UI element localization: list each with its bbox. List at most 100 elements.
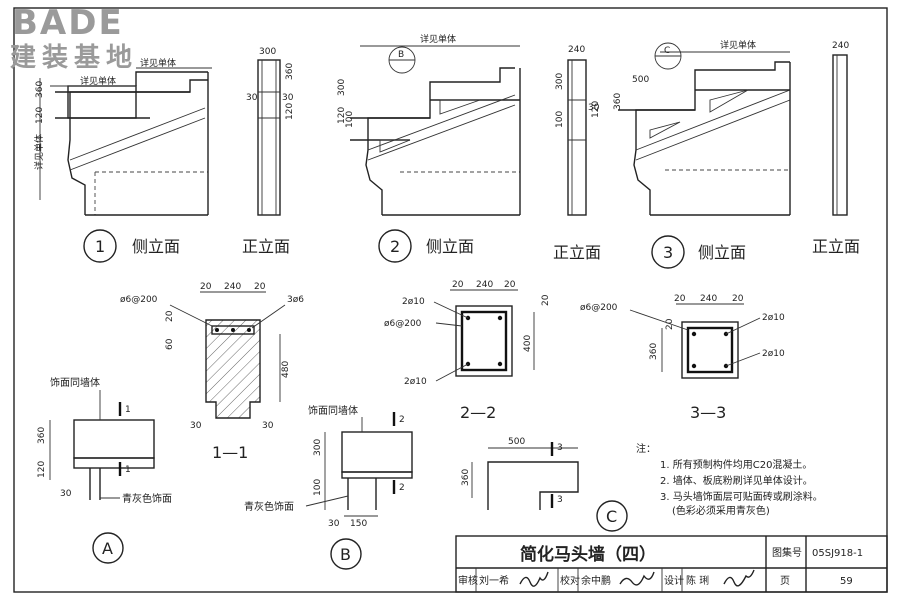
logo: BADE 建装基地 bbox=[10, 3, 138, 73]
notes-heading: 注： bbox=[636, 442, 656, 455]
logo-latin: BADE bbox=[12, 3, 124, 43]
s22-dim-240: 240 bbox=[476, 280, 493, 290]
s11-rebar-stirrup: ø6@200 bbox=[120, 295, 158, 305]
d2-dim-300: 300 bbox=[337, 79, 347, 96]
s22-dim-20a: 20 bbox=[452, 280, 464, 290]
drawing3-ref-letter: C bbox=[664, 46, 670, 56]
drawing2-circle bbox=[378, 229, 412, 263]
title-block: 简化马头墙（四） 图集号 05SJ918-1 审核 刘一希 校对 余中鹏 设计 … bbox=[455, 535, 888, 593]
notes: 注： 1. 所有预制构件均用C20混凝土。 2. 墙体、板底粉刷详见单体设计。 … bbox=[636, 442, 823, 517]
design-signature bbox=[723, 569, 755, 587]
atlas-number: 05SJ918-1 bbox=[812, 548, 863, 559]
s33-rebar-bottom: 2ø10 bbox=[762, 349, 785, 359]
s33-dim-20a: 20 bbox=[674, 294, 686, 304]
dC-mark-3b: 3 bbox=[557, 495, 563, 505]
drawing1-side-elevation: 360 120 详见单体 详见单体 详见单体 bbox=[33, 57, 212, 216]
section-3-3: 20 240 20 20 360 ø6@200 2ø10 2ø10 3—3 bbox=[580, 294, 785, 422]
d2-front-dim-300: 300 bbox=[555, 73, 565, 90]
check-signature bbox=[619, 571, 655, 586]
d1-front-dim-120: 120 bbox=[285, 103, 295, 120]
detailC-circle bbox=[596, 500, 628, 532]
detail-A: 360 120 30 1 1 饰面同墙体 青灰色饰面 bbox=[37, 376, 172, 505]
s22-dim-400: 400 bbox=[523, 335, 533, 352]
d3-dim-360: 360 bbox=[613, 93, 623, 110]
d2-dim-100: 100 bbox=[345, 111, 355, 128]
section-1-1: 20 240 20 ø6@200 3ø6 20 60 480 30 30 1—1 bbox=[120, 282, 304, 462]
atlas-label: 图集号 bbox=[772, 546, 802, 559]
dC-dim-360: 360 bbox=[461, 469, 471, 486]
s22-dim-20b: 20 bbox=[504, 280, 516, 290]
dB-dim-150: 150 bbox=[350, 519, 367, 529]
drawing2-number: 2 bbox=[390, 237, 400, 256]
d2-dim-120: 120 bbox=[337, 107, 347, 124]
dB-label-bottom: 青灰色饰面 bbox=[244, 500, 294, 513]
d2-note-top: 详见单体 bbox=[420, 33, 456, 45]
s22-title: 2—2 bbox=[460, 403, 496, 422]
d1-front-dim-30b: 30 bbox=[282, 93, 294, 103]
drawing2-side-title: 侧立面 bbox=[426, 237, 474, 256]
d3-note-top: 详见单体 bbox=[720, 39, 756, 51]
s33-title: 3—3 bbox=[690, 403, 726, 422]
dB-mark-2b: 2 bbox=[399, 483, 405, 493]
detailA-circle bbox=[92, 532, 124, 564]
dB-dim-30: 30 bbox=[328, 519, 340, 529]
check-name: 余中鹏 bbox=[581, 574, 611, 587]
dC-mark-3: 3 bbox=[557, 443, 563, 453]
note-item-2: 2. 墙体、板底粉刷详见单体设计。 bbox=[660, 474, 813, 487]
s11-dim-30b: 30 bbox=[262, 421, 274, 431]
d1-front-dim-300: 300 bbox=[259, 47, 276, 57]
dA-dim-120: 120 bbox=[37, 461, 47, 478]
drawing3-front-title: 正立面 bbox=[812, 237, 860, 256]
section-2-2: 20 240 20 20 400 2ø10 ø6@200 2ø10 2—2 bbox=[384, 280, 551, 422]
d1-front-dim-360: 360 bbox=[285, 63, 295, 80]
s22-rebar-bottom: 2ø10 bbox=[404, 377, 427, 387]
page-number: 59 bbox=[840, 576, 853, 587]
drawing2-front-elevation: 240 300 100 30 120 bbox=[555, 45, 601, 216]
logo-cjk: 建装基地 bbox=[10, 43, 138, 73]
detailC-letter: C bbox=[606, 507, 617, 526]
s22-dim-20c: 20 bbox=[541, 294, 551, 306]
d1-dim-120: 120 bbox=[35, 107, 45, 124]
s11-dim-20b: 20 bbox=[254, 282, 266, 292]
d3-front-dim-240: 240 bbox=[832, 41, 849, 51]
drawing3-front-elevation: 240 bbox=[832, 41, 849, 216]
d2-front-dim-240: 240 bbox=[568, 45, 585, 55]
dB-label-top: 饰面同墙体 bbox=[308, 404, 358, 417]
drawing1-front-title: 正立面 bbox=[242, 237, 290, 256]
drawing3-circle bbox=[651, 235, 685, 269]
drawing1-side-title: 侧立面 bbox=[132, 237, 180, 256]
d1-note-mid: 详见单体 bbox=[80, 75, 116, 87]
d1-front-dim-30a: 30 bbox=[246, 93, 258, 103]
d1-note-top: 详见单体 bbox=[140, 57, 176, 69]
s22-rebar-top: 2ø10 bbox=[402, 297, 425, 307]
detail-C: 500 360 3 3 bbox=[461, 437, 579, 510]
detail-B: 300 100 150 30 2 2 饰面同墙体 青灰色饰面 bbox=[244, 404, 413, 529]
dB-dim-300: 300 bbox=[313, 439, 323, 456]
s11-title: 1—1 bbox=[212, 443, 248, 462]
detailB-circle bbox=[330, 538, 362, 570]
s11-rebar-main: 3ø6 bbox=[287, 295, 304, 305]
s33-rebar-top: 2ø10 bbox=[762, 313, 785, 323]
page-label: 页 bbox=[780, 575, 790, 587]
d1-note-left: 详见单体 bbox=[33, 134, 45, 170]
s11-dim-60: 60 bbox=[165, 338, 175, 350]
review-name: 刘一希 bbox=[479, 574, 509, 587]
sheet-border bbox=[13, 7, 888, 593]
s11-dim-240: 240 bbox=[224, 282, 241, 292]
note-item-4: (色彩必须采用青灰色) bbox=[672, 504, 770, 517]
d2-front-dim-100: 100 bbox=[555, 111, 565, 128]
drawing2-ref-letter: B bbox=[398, 50, 404, 60]
detailA-letter: A bbox=[102, 539, 113, 558]
dB-dim-100: 100 bbox=[313, 479, 323, 496]
dA-label-top: 饰面同墙体 bbox=[50, 376, 100, 389]
drawing3-side-title: 侧立面 bbox=[698, 243, 746, 262]
drawing1-front-elevation: 300 30 30 360 120 bbox=[246, 47, 295, 216]
drawing3-number: 3 bbox=[663, 243, 673, 262]
s11-dim-20a: 20 bbox=[200, 282, 212, 292]
drawing3-side-elevation: 详见单体 500 360 bbox=[613, 39, 791, 216]
check-label: 校对 bbox=[560, 574, 580, 587]
title-block-title: 简化马头墙（四） bbox=[520, 544, 656, 565]
s11-dim-30a: 30 bbox=[190, 421, 202, 431]
